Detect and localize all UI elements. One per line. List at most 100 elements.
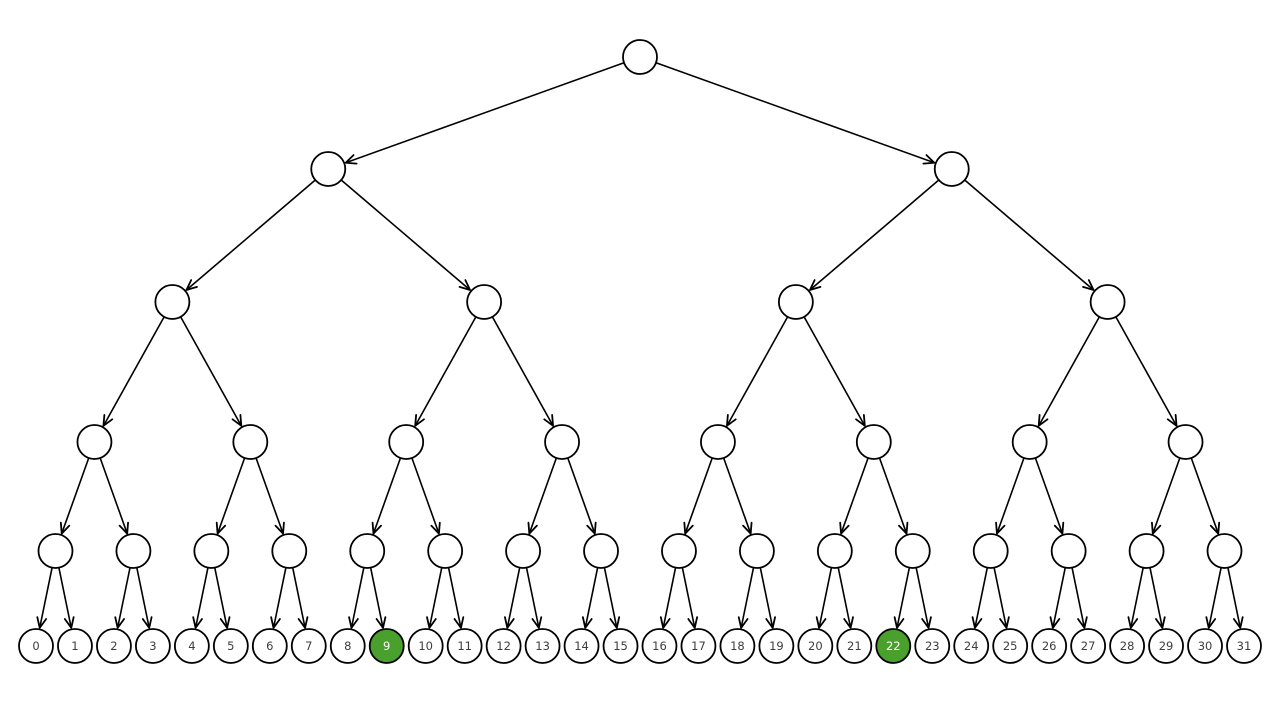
tree-edge [759, 567, 776, 629]
tree-internal-node [622, 39, 658, 75]
tree-edge [971, 567, 989, 629]
tree-leaf-node [1226, 628, 1262, 664]
tree-leaf-node [797, 628, 834, 664]
tree-edge [340, 179, 471, 291]
tree-leaf-label: 14 [574, 639, 589, 653]
tree-internal-node [349, 533, 386, 569]
tree-leaf-node [1109, 628, 1145, 664]
tree-edge [426, 567, 443, 629]
tree-edge [915, 567, 932, 629]
tree-edge [36, 567, 53, 629]
tree-edge [1227, 567, 1244, 629]
tree-leaf-node [836, 628, 873, 664]
tree-leaf-label: 9 [383, 639, 390, 653]
tree-leaf-node [1148, 628, 1184, 664]
tree-internal-node [271, 533, 308, 569]
tree-leaf-label: 27 [1081, 639, 1096, 653]
tree-internal-node [777, 284, 814, 320]
tree-leaf-label: 17 [691, 639, 706, 653]
tree-edge [1127, 567, 1144, 629]
tree-internal-node [310, 151, 347, 187]
tree-edge [655, 61, 936, 165]
tree-edge [102, 316, 165, 427]
tree-internal-node [154, 284, 191, 320]
tree-leaf-label: 13 [535, 639, 550, 653]
tree-leaf-node [680, 628, 717, 664]
tree-internal-node [427, 533, 464, 569]
tree-leaf-label: 21 [847, 639, 862, 653]
tree-internal-node [583, 533, 619, 569]
tree-leaf-label: 11 [457, 639, 472, 653]
tree-leaf-label: 31 [1237, 639, 1252, 653]
tree-leaf-node [1031, 628, 1068, 664]
tree-leaf-label: 26 [1042, 639, 1057, 653]
tree-internal-node [505, 533, 541, 569]
tree-edge [683, 457, 713, 535]
tree-leaf-label: 25 [1003, 639, 1018, 653]
tree-internal-node [933, 151, 970, 187]
tree-leaf-node [290, 628, 327, 664]
tree-internal-node [1011, 424, 1048, 460]
tree-leaf-node [18, 628, 54, 664]
tree-leaf-node [641, 628, 678, 664]
tree-edge [1049, 567, 1067, 629]
tree-internal-node [1089, 284, 1126, 320]
tree-edge [1071, 567, 1088, 629]
tree-edge [603, 567, 621, 629]
tree-internal-node [388, 424, 425, 460]
tree-edge [567, 457, 597, 535]
tree-edge [215, 457, 246, 535]
tree-internal-node [972, 533, 1009, 569]
tree-edge [348, 567, 365, 629]
tree-internal-node [739, 533, 775, 569]
tree-leaf-node [446, 628, 483, 664]
tree-edge [815, 567, 833, 629]
tree-edge [1034, 457, 1065, 535]
tree-edge [659, 567, 677, 629]
tree-leaf-label: 10 [418, 639, 433, 653]
tree-internal-node [661, 533, 697, 569]
tree-edge [803, 316, 866, 427]
tree-leaf-label: 30 [1198, 639, 1213, 653]
tree-internal-node [894, 533, 931, 569]
tree-leaf-label: 0 [32, 639, 39, 653]
tree-edge [737, 567, 755, 629]
tree-internal-node [1050, 533, 1087, 569]
tree-leaf-label: 29 [1159, 639, 1174, 653]
tree-edge [878, 457, 909, 535]
tree-leaf-label: 19 [769, 639, 784, 653]
tree-internal-node [115, 533, 152, 569]
tree-leaf-node [1070, 628, 1107, 664]
tree-edge [414, 316, 477, 427]
tree-edge [893, 567, 911, 629]
tree-edge [213, 567, 231, 629]
tree-edge [1151, 457, 1181, 535]
tree-edge [722, 457, 753, 535]
tree-leaf-node [719, 628, 756, 664]
tree-internal-node [466, 284, 503, 320]
tree-edge [837, 567, 854, 629]
tree-leaf-label: 3 [149, 639, 156, 653]
tree-edge [291, 567, 309, 629]
tree-leaf-node [485, 628, 522, 664]
tree-internal-node [1167, 424, 1204, 460]
tree-internal-node [816, 533, 853, 569]
tree-leaf-label: 20 [808, 639, 823, 653]
tree-nodes [18, 39, 1262, 664]
tree-leaf-node [212, 628, 249, 664]
tree-edge [185, 179, 316, 291]
tree-edge [681, 567, 699, 629]
tree-edge [447, 567, 465, 629]
tree-edge [59, 457, 90, 535]
tree-edge [809, 179, 940, 291]
tree-edge [344, 61, 625, 165]
tree-edge [58, 567, 75, 629]
tree-internal-node [700, 424, 736, 460]
tree-leaf-node [96, 628, 132, 664]
tree-leaf-label: 23 [925, 639, 940, 653]
tree-edge [1037, 316, 1101, 427]
tree-leaf-node [173, 628, 210, 664]
tree-leaf-node [407, 628, 444, 664]
